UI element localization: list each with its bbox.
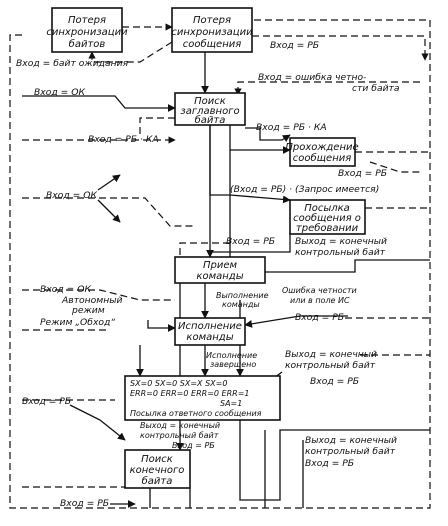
box-text: Прохождение <box>285 142 358 153</box>
box-text: Поиск <box>194 96 226 107</box>
box-text: Исполнение <box>178 321 242 332</box>
box-text: синхронизации <box>171 27 253 38</box>
box-text: сообщения <box>293 152 352 164</box>
box-final-byte-search: Поиск конечного байта <box>124 449 191 489</box>
edge-label: Вход = РБ <box>270 40 319 51</box>
edge-label: Вход = байт ожидания <box>16 58 129 69</box>
edge-label: сти байта <box>352 83 400 94</box>
edge-label: (Вход = РБ) · (Запрос имеется) <box>230 184 379 195</box>
box-text: Посылка <box>304 203 350 214</box>
edge-label: Выход = конечный <box>140 421 220 430</box>
box-msg-send: Посылка сообщения о требовании <box>289 199 366 235</box>
box-msg-passing: Прохождение сообщения <box>285 137 359 167</box>
box-byte-sync-loss: Потеря синхронизации байтов <box>46 7 128 53</box>
edge-label: контрольный байт <box>295 247 386 258</box>
box-text: ERR=0 ERR=0 ERR=0 ERR=1 <box>130 389 250 398</box>
edge-label: Вход = РБ <box>305 458 354 469</box>
edge-label: Вход = ОК <box>46 190 97 201</box>
box-msg-sync-loss: Потеря синхронизации сообщения <box>171 7 253 53</box>
edge-labels: Вход = байт ожидания Вход = РБ Вход = ОК… <box>16 40 400 509</box>
edge-label: Автономный <box>61 295 122 306</box>
box-text: Потеря <box>68 15 106 26</box>
edge-label: Выход = конечный <box>295 236 387 247</box>
edge-label: Выполнение <box>216 291 269 300</box>
edge-label: команды <box>222 300 260 309</box>
edge-label: контрольный байт <box>305 446 396 457</box>
edge-label: завершено <box>210 360 256 369</box>
box-response: SX=0 SX=0 SX=X SX=0 ERR=0 ERR=0 ERR=0 ER… <box>124 375 281 421</box>
edge-label: Вход = РБ <box>172 441 215 450</box>
box-text: SA=1 <box>220 399 242 408</box>
edge-label: Вход = РБ <box>60 498 109 509</box>
box-cmd-execute: Исполнение команды <box>174 317 246 346</box>
connectors <box>9 19 431 509</box>
box-text: Прием <box>203 260 238 271</box>
box-text: команды <box>196 271 243 282</box>
edge-label: Вход = РБ <box>338 168 387 179</box>
edge-label: Режим „Обход“ <box>40 317 115 328</box>
box-text: байта <box>142 475 173 487</box>
box-text: сообщения <box>183 38 242 50</box>
edge-label: Вход = ошибка четно- <box>258 72 366 83</box>
edge-label: Вход = РБ · КА <box>256 122 327 133</box>
edge-label: Выход = конечный <box>285 349 377 360</box>
box-text: Поиск <box>141 454 173 465</box>
box-text: конечного <box>130 465 185 476</box>
box-text: байта <box>195 114 226 126</box>
box-text: требовании <box>296 222 359 234</box>
box-text: сообщения о <box>293 212 361 224</box>
edge-label: Ошибка четности <box>282 286 357 295</box>
edge-label: контрольный байт <box>285 360 376 371</box>
box-text: байтов <box>69 38 106 50</box>
edge-label: Исполнение <box>206 351 257 360</box>
box-text: команды <box>186 332 233 343</box>
edge-label: режим <box>71 305 105 316</box>
box-header-search: Поиск заглавного байта <box>174 92 246 126</box>
edge-label: контрольный байт <box>140 431 219 440</box>
edge-label: Вход = РБ <box>22 396 71 407</box>
box-text: SX=0 SX=0 SX=X SX=0 <box>130 379 227 388</box>
box-text: заглавного <box>180 106 239 117</box>
edge-label: Вход = ОК <box>40 284 91 295</box>
edge-label: Вход = РБ · КА <box>88 134 159 145</box>
edge-label: Вход = РБ <box>295 312 344 323</box>
box-cmd-receive: Прием команды <box>174 256 266 284</box>
edge-label: Вход = ОК <box>34 87 85 98</box>
edge-label: Вход = РБ <box>226 236 275 247</box>
box-text: Посылка ответного сообщения <box>130 409 262 418</box>
edge-label: или в поле ИС <box>290 296 350 305</box>
box-text: синхронизации <box>46 27 128 38</box>
box-text: Потеря <box>193 15 231 26</box>
edge-label: Выход = конечный <box>305 435 397 446</box>
edge-label: Вход = РБ <box>310 376 359 387</box>
